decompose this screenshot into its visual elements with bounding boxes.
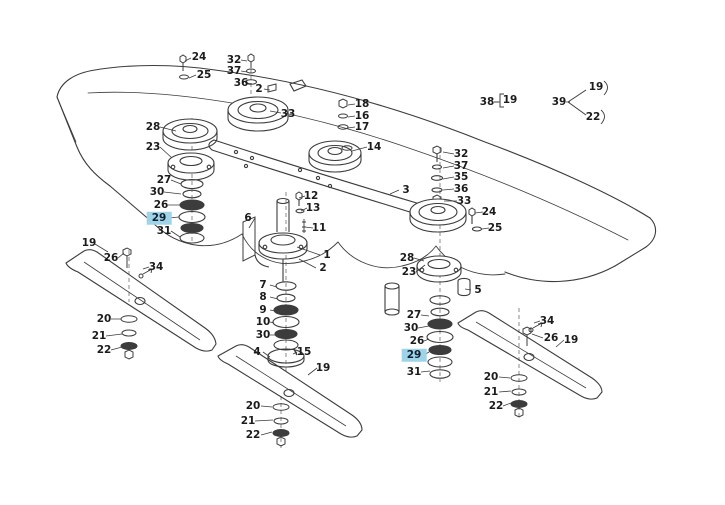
part-label-17[interactable]: 17 <box>354 120 370 133</box>
part-label-33[interactable]: 33 <box>280 107 296 120</box>
part-label-37[interactable]: 37 <box>226 64 242 77</box>
deck-outline <box>56 64 657 283</box>
center-axes <box>128 62 520 448</box>
part-label-2[interactable]: 2 <box>319 261 327 274</box>
part-label-26[interactable]: 26 <box>543 331 559 344</box>
part-label-33[interactable]: 33 <box>456 194 472 207</box>
part-label-22[interactable]: 22 <box>96 343 112 356</box>
part-label-11[interactable]: 11 <box>311 221 327 234</box>
part-label-36[interactable]: 36 <box>453 182 469 195</box>
part-label-16[interactable]: 16 <box>354 109 370 122</box>
part-label-30[interactable]: 30 <box>403 321 419 334</box>
part-label-1[interactable]: 1 <box>323 248 331 261</box>
part-label-30[interactable]: 30 <box>149 185 165 198</box>
part-label-12[interactable]: 12 <box>303 189 319 202</box>
part-label-27[interactable]: 27 <box>156 173 172 186</box>
part-label-28[interactable]: 28 <box>399 251 415 264</box>
part-label-22[interactable]: 22 <box>488 399 504 412</box>
part-label-31[interactable]: 31 <box>406 365 422 378</box>
part-label-8[interactable]: 8 <box>259 290 267 303</box>
blade-hardware <box>120 247 543 447</box>
part-label-14[interactable]: 14 <box>366 140 382 153</box>
part-label-4[interactable]: 4 <box>253 345 261 358</box>
part-label-19[interactable]: 19 <box>502 93 518 106</box>
part-label-39[interactable]: 39 <box>551 95 567 108</box>
part-label-19[interactable]: 19 <box>563 333 579 346</box>
part-label-20[interactable]: 20 <box>483 370 499 383</box>
part-label-25[interactable]: 25 <box>487 221 503 234</box>
part-label-18[interactable]: 18 <box>354 97 370 110</box>
part-label-19[interactable]: 19 <box>81 236 97 249</box>
part-label-21[interactable]: 21 <box>483 385 499 398</box>
center-pulleys <box>227 79 362 173</box>
part-label-34[interactable]: 34 <box>539 314 555 327</box>
part-label-28[interactable]: 28 <box>145 120 161 133</box>
part-label-32[interactable]: 32 <box>453 147 469 160</box>
part-label-29-highlighted[interactable]: 29 <box>146 211 172 225</box>
part-label-24[interactable]: 24 <box>191 50 207 63</box>
blades <box>65 249 603 438</box>
part-label-23[interactable]: 23 <box>145 140 161 153</box>
part-label-23[interactable]: 23 <box>401 265 417 278</box>
part-label-15[interactable]: 15 <box>296 345 312 358</box>
center-spindle-assembly <box>242 191 308 368</box>
part-label-19[interactable]: 19 <box>588 80 604 93</box>
part-label-26[interactable]: 26 <box>409 334 425 347</box>
part-label-7[interactable]: 7 <box>259 278 267 291</box>
part-label-27[interactable]: 27 <box>406 308 422 321</box>
leader-lines <box>94 57 570 436</box>
part-label-20[interactable]: 20 <box>245 399 261 412</box>
part-label-24[interactable]: 24 <box>481 205 497 218</box>
part-label-26[interactable]: 26 <box>153 198 169 211</box>
part-label-30[interactable]: 30 <box>255 328 271 341</box>
part-label-35[interactable]: 35 <box>453 170 469 183</box>
part-label-9[interactable]: 9 <box>259 303 267 316</box>
part-label-26[interactable]: 26 <box>103 251 119 264</box>
part-label-25[interactable]: 25 <box>196 68 212 81</box>
part-label-36[interactable]: 36 <box>233 76 249 89</box>
part-label-10[interactable]: 10 <box>255 315 271 328</box>
part-label-34[interactable]: 34 <box>148 260 164 273</box>
right-spindle-assembly <box>384 145 483 379</box>
part-label-22[interactable]: 22 <box>245 428 261 441</box>
part-label-21[interactable]: 21 <box>240 414 256 427</box>
part-label-2[interactable]: 2 <box>255 82 263 95</box>
part-label-19[interactable]: 19 <box>315 361 331 374</box>
part-label-21[interactable]: 21 <box>91 329 107 342</box>
part-label-3[interactable]: 3 <box>402 183 410 196</box>
part-label-37[interactable]: 37 <box>453 159 469 172</box>
part-label-38[interactable]: 38 <box>479 95 495 108</box>
part-label-31[interactable]: 31 <box>156 224 172 237</box>
part-label-20[interactable]: 20 <box>96 312 112 325</box>
part-label-32[interactable]: 32 <box>226 53 242 66</box>
part-label-13[interactable]: 13 <box>305 201 321 214</box>
part-label-29-highlighted[interactable]: 29 <box>401 348 427 362</box>
part-label-22[interactable]: 22 <box>585 110 601 123</box>
part-label-5[interactable]: 5 <box>474 283 482 296</box>
part-label-6[interactable]: 6 <box>244 211 252 224</box>
